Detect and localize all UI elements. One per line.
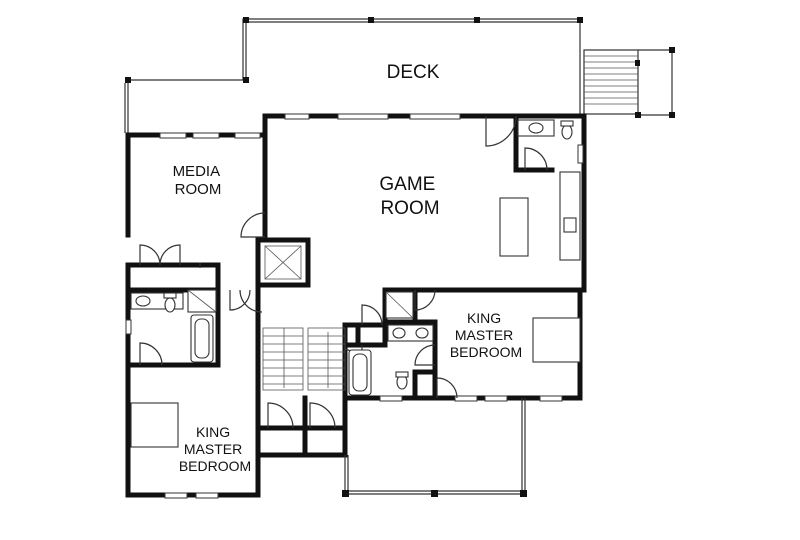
deck-stair-icon bbox=[583, 47, 675, 118]
exterior-walls bbox=[125, 113, 587, 498]
label-media-room: MEDIA ROOM bbox=[173, 163, 224, 198]
toilet-icon bbox=[163, 120, 574, 390]
shower-icon bbox=[187, 289, 414, 319]
label-king-master-right: KING MASTER BEDROOM bbox=[450, 310, 522, 360]
bed-icon bbox=[130, 317, 581, 448]
front-porch bbox=[342, 398, 527, 497]
label-game-room: GAME ROOM bbox=[379, 174, 440, 219]
bathtub-icon bbox=[190, 314, 372, 396]
windows bbox=[125, 113, 584, 499]
kitchen-counter bbox=[499, 171, 581, 261]
label-king-master-left: KING MASTER BEDROOM bbox=[179, 424, 251, 474]
elevator-icon bbox=[264, 245, 302, 280]
stair-icon bbox=[262, 327, 346, 391]
deck-area bbox=[124, 17, 583, 133]
label-deck: DECK bbox=[387, 62, 440, 83]
